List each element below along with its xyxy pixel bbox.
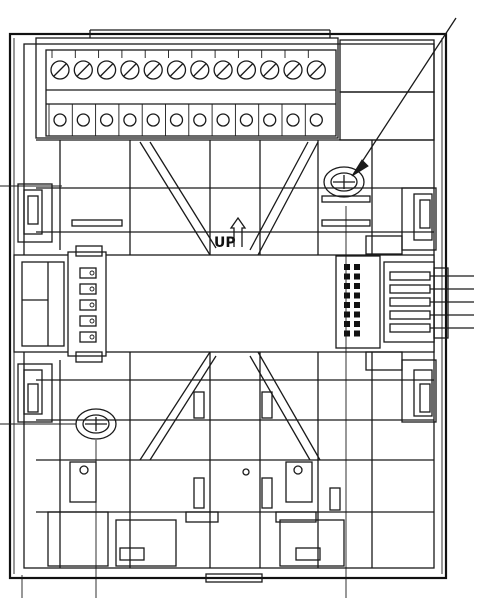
terminal-screw (283, 50, 303, 80)
terminal-screw (50, 50, 70, 80)
terminal-screw (213, 50, 233, 80)
terminal-clamp (211, 104, 230, 136)
matrix-pin (344, 273, 350, 280)
up-marking: UP (214, 216, 247, 251)
left-lower-latch (17, 363, 53, 423)
matrix-pin (344, 292, 350, 299)
terminal-clamp (71, 104, 90, 136)
terminal-clamp (258, 104, 277, 136)
matrix-pin (344, 302, 350, 308)
terminal-screw (236, 50, 257, 80)
connector-pin (79, 315, 97, 327)
upper-slots (71, 195, 371, 227)
matrix-pin (354, 321, 360, 327)
matrix-pin (354, 283, 360, 289)
right-plug-pins (389, 271, 474, 333)
connector-pin (79, 331, 97, 343)
terminal-clamp (95, 104, 114, 136)
matrix-pin (354, 292, 360, 299)
up-label: UP (214, 235, 236, 251)
terminal-screw (96, 50, 117, 80)
terminal-clamp (304, 104, 323, 136)
connector-pin (79, 283, 97, 295)
right-connector (335, 255, 474, 349)
diagonal-ribs (139, 141, 321, 461)
matrix-pin (354, 311, 360, 318)
terminal-screw (260, 50, 280, 80)
matrix-pin (344, 311, 350, 318)
left-upper-latch (17, 183, 53, 243)
terminal-block (45, 49, 337, 137)
matrix-pin (344, 330, 350, 337)
leader-lines (0, 17, 457, 598)
matrix-pin (354, 302, 360, 308)
lower-mounting-hole (75, 408, 117, 440)
terminal-screw (143, 50, 163, 80)
pin-matrix (344, 264, 360, 337)
matrix-pin (344, 264, 350, 270)
up-arrow-icon (229, 216, 247, 247)
terminal-clamp-holes (48, 104, 323, 136)
matrix-pin (344, 283, 350, 289)
terminal-screw (120, 50, 140, 80)
right-upper-latch (365, 187, 437, 255)
terminal-clamp (165, 104, 184, 136)
terminal-screw (73, 50, 93, 80)
terminal-screws (50, 50, 326, 80)
matrix-pin (354, 273, 360, 280)
terminal-clamp (281, 104, 300, 136)
upper-mounting-hole (323, 166, 365, 198)
terminal-clamp (234, 104, 254, 136)
matrix-pin (344, 321, 350, 327)
terminal-screw (190, 50, 210, 80)
top-frame (35, 29, 435, 141)
left-plug-connector (67, 245, 107, 363)
connector-pin (79, 299, 97, 311)
matrix-pin (354, 264, 360, 270)
terminal-clamp (48, 104, 67, 136)
terminal-screw (166, 50, 187, 80)
terminal-clamp (188, 104, 207, 136)
connector-pin (79, 267, 97, 279)
terminal-clamp (118, 104, 137, 136)
lower-features (47, 391, 345, 583)
right-lower-latch (365, 351, 437, 423)
terminal-screw (306, 50, 326, 80)
matrix-pin (354, 330, 360, 337)
terminal-clamp (141, 104, 160, 136)
